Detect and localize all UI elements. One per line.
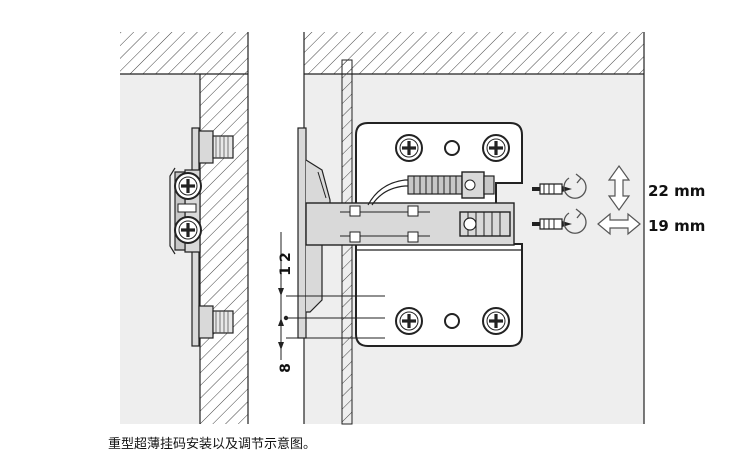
vertical-adjust-screw (367, 171, 495, 206)
horizontal-adjust-indicator (531, 208, 641, 236)
left-cabinet-section (120, 32, 249, 424)
horizontal-adjust-label: 19 mm (648, 217, 705, 235)
screw-head-icon (174, 172, 202, 200)
diagram-caption: 重型超薄挂码安装以及调节示意图。 (108, 437, 317, 452)
up-down-arrow-icon (607, 164, 631, 212)
right-top-panel (304, 32, 644, 74)
left-bottom-dowel (198, 305, 234, 339)
dimension-12-label: 12 (278, 248, 294, 275)
left-top-dowel (198, 130, 234, 164)
screw-head-icon (395, 307, 423, 335)
screw-head-icon (174, 216, 202, 244)
dimension-8-label: 8 (278, 363, 294, 373)
horizontal-adjust-screw (459, 211, 511, 237)
left-wall (200, 74, 248, 424)
screw-head-icon (482, 134, 510, 162)
screw-head-icon (482, 307, 510, 335)
left-hanger-body (169, 167, 202, 255)
left-right-arrow-icon (597, 212, 641, 236)
vertical-adjust-indicator (531, 164, 631, 212)
dimension-lines: 12 8 (278, 232, 385, 373)
screw-head-icon (395, 134, 423, 162)
vertical-adjust-label: 22 mm (648, 182, 705, 200)
right-cabinet-section (297, 32, 645, 425)
left-top-panel (120, 32, 248, 74)
